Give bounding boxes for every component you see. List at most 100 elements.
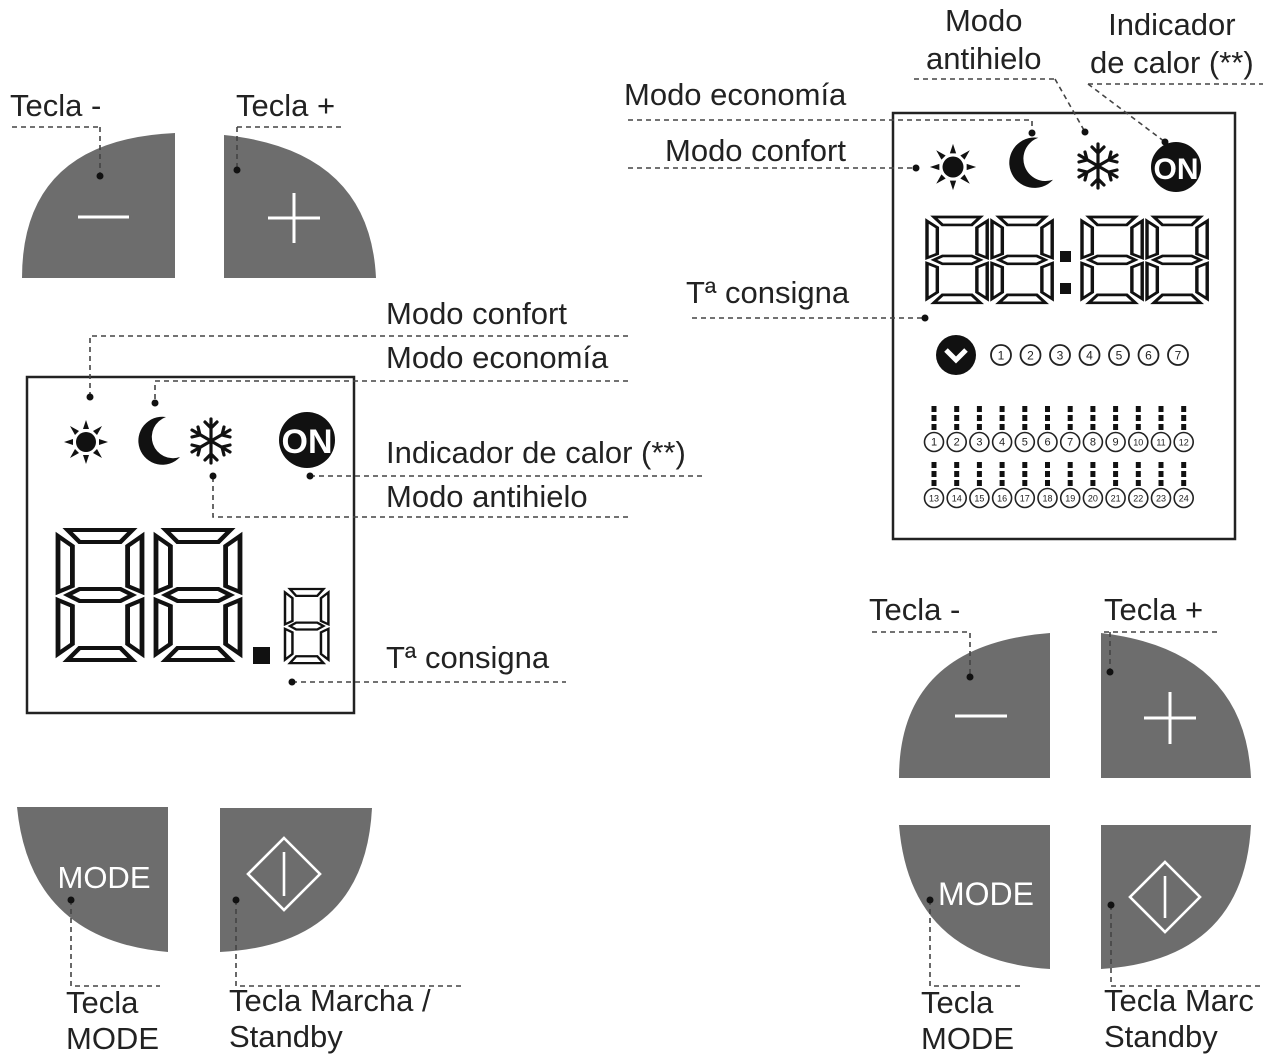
hour-slot-9: 9 bbox=[1105, 406, 1126, 453]
hour-slot-21: 21 bbox=[1105, 462, 1126, 509]
leader-lines-left-top bbox=[12, 126, 345, 176]
leader-lines-right-display bbox=[628, 78, 1263, 319]
sun-icon bbox=[929, 143, 977, 191]
leader-lines-right-keys bbox=[872, 631, 1263, 987]
hour-slot-1: 1 bbox=[923, 406, 945, 453]
hour-slot-17: 17 bbox=[1014, 462, 1036, 509]
hour-slot-19: 19 bbox=[1059, 462, 1081, 509]
snowflake-icon bbox=[190, 417, 232, 465]
hour-slot-5: 5 bbox=[1014, 406, 1036, 453]
svg-text:10: 10 bbox=[1133, 438, 1143, 448]
display-frame-right bbox=[891, 111, 1237, 541]
hour-slot-8: 8 bbox=[1082, 406, 1104, 453]
mode-button-text-left: MODE bbox=[58, 860, 151, 895]
checkmark-icon-bg bbox=[936, 335, 976, 375]
svg-text:14: 14 bbox=[952, 494, 962, 504]
label-tecla-mode-left: Tecla MODE bbox=[66, 985, 159, 1056]
mode-button-text-right: MODE bbox=[938, 876, 1034, 912]
label-key-plus-left: Tecla + bbox=[236, 88, 336, 123]
hour-slot-11: 11 bbox=[1150, 406, 1172, 453]
on-badge-text: ON bbox=[1154, 153, 1199, 186]
svg-text:3: 3 bbox=[976, 437, 982, 449]
svg-text:19: 19 bbox=[1065, 494, 1075, 504]
on-badge-text: ON bbox=[282, 423, 333, 461]
plus-key-right[interactable] bbox=[1101, 633, 1251, 778]
label-setpoint-right: Tª consigna bbox=[686, 275, 850, 310]
svg-text:7: 7 bbox=[1175, 349, 1182, 363]
leader-lines-left-bottom bbox=[70, 900, 465, 987]
label-tecla-mode-right: Tecla MODE bbox=[921, 985, 1014, 1056]
hour-slot-7: 7 bbox=[1059, 406, 1081, 453]
svg-text:9: 9 bbox=[1113, 437, 1119, 449]
label-tecla-standby-right: Tecla Marc Standby bbox=[1104, 983, 1254, 1054]
label-modo-antihielo-right: Modo antihielo bbox=[926, 3, 1042, 76]
svg-text:13: 13 bbox=[929, 494, 939, 504]
label-modo-economia-right: Modo economía bbox=[624, 77, 847, 112]
label-indicador-calor-left: Indicador de calor (**) bbox=[386, 435, 686, 470]
svg-text:16: 16 bbox=[997, 494, 1007, 504]
power-icon bbox=[246, 836, 322, 912]
label-key-minus-right: Tecla - bbox=[869, 592, 961, 627]
svg-text:6: 6 bbox=[1145, 349, 1152, 363]
hour-slot-3: 3 bbox=[969, 406, 990, 453]
svg-text:6: 6 bbox=[1044, 437, 1050, 449]
hour-slot-16: 16 bbox=[991, 462, 1013, 509]
seven-segment-display-right bbox=[925, 215, 1209, 305]
hour-slot-22: 22 bbox=[1128, 462, 1149, 509]
sun-icon bbox=[64, 420, 108, 464]
seven-segment-display-left bbox=[58, 530, 330, 665]
plus-icon bbox=[268, 193, 320, 243]
svg-text:15: 15 bbox=[974, 494, 984, 504]
day-number-1: 1 bbox=[990, 344, 1012, 366]
power-icon bbox=[1128, 860, 1202, 934]
standby-key-right[interactable] bbox=[1101, 825, 1251, 969]
checkmark-icon bbox=[944, 348, 968, 364]
svg-text:2: 2 bbox=[954, 437, 960, 449]
svg-text:3: 3 bbox=[1057, 349, 1064, 363]
svg-text:24: 24 bbox=[1179, 494, 1189, 504]
label-modo-economia-left: Modo economía bbox=[386, 340, 609, 375]
label-tecla-standby-left: Tecla Marcha / Standby bbox=[229, 983, 431, 1054]
svg-text:12: 12 bbox=[1179, 438, 1189, 448]
label-modo-antihielo-left: Modo antihielo bbox=[386, 479, 588, 514]
svg-text:7: 7 bbox=[1067, 437, 1073, 449]
svg-text:22: 22 bbox=[1133, 494, 1143, 504]
hour-slot-10: 10 bbox=[1128, 406, 1149, 453]
hour-slot-18: 18 bbox=[1037, 462, 1058, 509]
snowflake-icon bbox=[1077, 142, 1119, 190]
hour-slot-15: 15 bbox=[969, 462, 990, 509]
mode-key-right[interactable]: MODE bbox=[899, 825, 1050, 969]
day-number-7: 7 bbox=[1167, 344, 1189, 366]
moon-icon bbox=[1009, 137, 1053, 188]
minus-key-right[interactable] bbox=[899, 633, 1050, 778]
on-badge-icon: ON bbox=[279, 412, 335, 468]
svg-text:8: 8 bbox=[1090, 437, 1096, 449]
leader-lines-left-display bbox=[89, 335, 706, 683]
display-frame-left bbox=[25, 375, 356, 715]
hour-slot-13: 13 bbox=[923, 462, 945, 509]
label-key-minus-left: Tecla - bbox=[10, 88, 102, 123]
svg-text:4: 4 bbox=[1086, 349, 1093, 363]
label-setpoint-left: Tª consigna bbox=[386, 640, 550, 675]
hour-slot-23: 23 bbox=[1150, 462, 1172, 509]
minus-key-left[interactable] bbox=[22, 133, 175, 278]
day-number-2: 2 bbox=[1019, 344, 1042, 366]
moon-icon bbox=[138, 416, 180, 465]
standby-key-left[interactable] bbox=[220, 808, 372, 952]
hour-slot-6: 6 bbox=[1037, 406, 1058, 453]
day-number-6: 6 bbox=[1137, 344, 1160, 366]
svg-text:2: 2 bbox=[1027, 349, 1034, 363]
day-number-3: 3 bbox=[1049, 344, 1071, 366]
svg-text:5: 5 bbox=[1022, 437, 1028, 449]
svg-text:21: 21 bbox=[1111, 494, 1121, 504]
svg-text:1: 1 bbox=[931, 437, 937, 449]
plus-icon bbox=[1144, 692, 1196, 744]
hour-slot-24: 24 bbox=[1173, 462, 1194, 509]
label-indicador-calor-right: Indicador de calor (**) bbox=[1090, 7, 1254, 80]
hour-slot-4: 4 bbox=[991, 406, 1013, 453]
svg-text:11: 11 bbox=[1156, 438, 1165, 448]
plus-key-left[interactable] bbox=[224, 135, 376, 278]
mode-key-left[interactable]: MODE bbox=[17, 807, 168, 952]
